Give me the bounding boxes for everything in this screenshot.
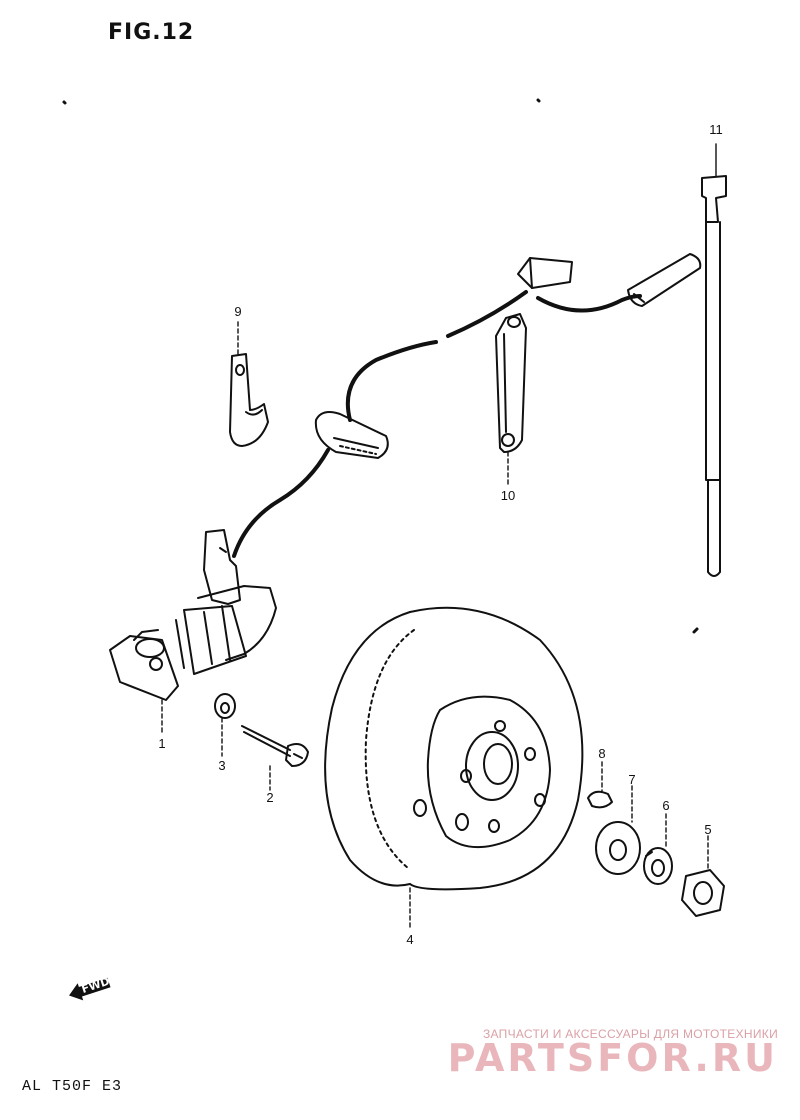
part-1-pulser-coil-drawing <box>109 529 277 701</box>
watermark-logo: PARTSFOR.RU <box>447 1036 778 1080</box>
part-9-clamp-drawing <box>229 353 269 447</box>
part-number-8: 8 <box>598 746 605 761</box>
direction-badge: FWD <box>64 971 115 1006</box>
part-number-1: 1 <box>158 736 165 751</box>
watermark-tagline: ЗАПЧАСТИ И АКСЕССУАРЫ ДЛЯ МОТОТЕХНИКИ <box>482 1027 778 1041</box>
part-number-7: 7 <box>628 772 635 787</box>
part-11-sleeve-drawing <box>701 175 727 577</box>
part-number-11: 11 <box>709 122 723 137</box>
part-number-4: 4 <box>406 932 413 947</box>
wire-harness-drawing <box>232 290 642 558</box>
part-number-10: 10 <box>501 488 515 503</box>
part-3-washer-drawing <box>214 693 236 719</box>
part-8-key-drawing <box>587 790 613 809</box>
scan-marks <box>62 98 699 634</box>
part-4-flywheel-rotor-drawing <box>324 606 584 891</box>
leader-lines <box>161 143 717 931</box>
grommet-drawing <box>314 411 389 459</box>
arrow-left-icon <box>69 977 111 1001</box>
part-7-washer-drawing <box>595 821 641 875</box>
part-number-2: 2 <box>266 790 273 805</box>
part-2-screw-drawing <box>241 725 309 767</box>
model-code: AL T50F E3 <box>22 1078 123 1095</box>
part-number-5: 5 <box>704 822 711 837</box>
wire-plug-drawing <box>627 253 702 307</box>
part-5-nut-drawing <box>681 869 725 917</box>
figure-title: FIG.12 <box>108 20 195 45</box>
part-10-bracket-drawing <box>495 313 527 453</box>
part-number-6: 6 <box>662 798 669 813</box>
part-number-3: 3 <box>218 758 225 773</box>
connector-cap-drawing <box>517 257 573 289</box>
part-6-lock-washer-drawing <box>643 847 673 885</box>
part-number-9: 9 <box>234 304 241 319</box>
